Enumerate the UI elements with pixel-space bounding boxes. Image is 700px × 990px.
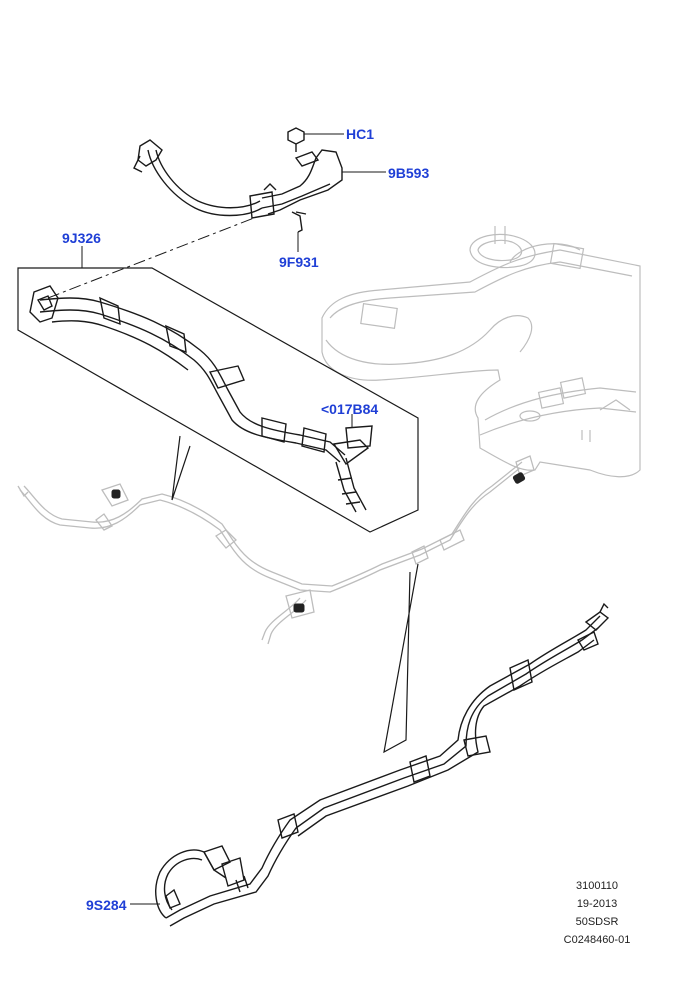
leader-lines xyxy=(81,133,386,905)
reference-code-2: 19-2013 xyxy=(576,898,618,910)
callout-9b593[interactable]: 9B593 xyxy=(388,165,430,181)
callout-017b84[interactable]: <017B84 xyxy=(321,401,379,417)
fuel-pipe-detail xyxy=(29,285,373,513)
callout-hc1[interactable]: HC1 xyxy=(346,126,375,142)
pointer-lines xyxy=(171,435,419,754)
reference-code-4: C0248460-01 xyxy=(563,934,631,946)
callout-9f931[interactable]: 9F931 xyxy=(279,254,319,270)
vapor-hose-assembly xyxy=(133,127,343,233)
lower-fuel-line-assembly xyxy=(155,602,610,927)
callout-9s284[interactable]: 9S284 xyxy=(86,897,127,913)
callout-9j326[interactable]: 9J326 xyxy=(62,230,101,246)
reference-code-1: 3100110 xyxy=(575,880,618,892)
fuel-tank-ghost xyxy=(321,226,641,478)
detail-box xyxy=(17,267,419,533)
fuel-line-ghost-connectors xyxy=(111,472,526,613)
reference-code-3: 50SDSR xyxy=(575,916,619,928)
fuel-line-ghost xyxy=(17,455,535,645)
extension-line xyxy=(47,217,255,299)
